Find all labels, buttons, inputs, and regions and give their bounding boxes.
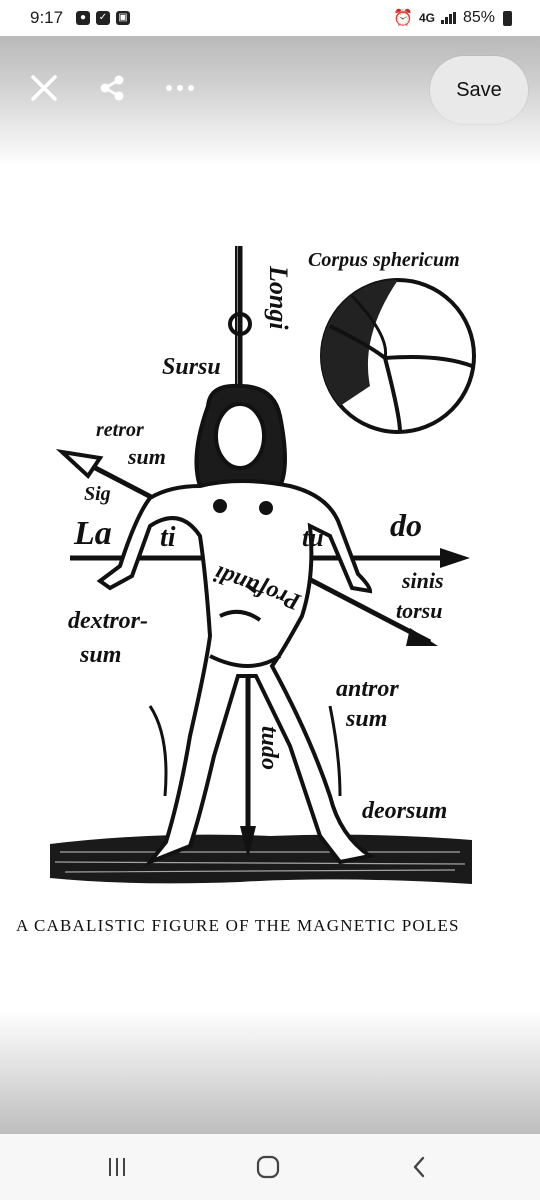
label-sum-right: sum	[345, 706, 387, 732]
label-tu: tu	[302, 523, 324, 552]
status-time: 9:17	[30, 8, 64, 27]
label-tudo: tudo	[256, 726, 282, 770]
label-la: La	[73, 515, 112, 552]
woodcut-figure: Corpus sphericum Longi Sursu retror sum …	[50, 246, 476, 884]
close-icon	[31, 75, 57, 101]
recents-icon	[109, 1158, 125, 1176]
label-do: do	[390, 507, 422, 543]
check-icon: ✓	[96, 11, 110, 25]
home-icon	[256, 1155, 280, 1179]
signal-icon	[440, 12, 457, 24]
label-sinis: sinis	[401, 568, 444, 593]
battery-text: 85%	[462, 9, 495, 26]
back-icon	[413, 1156, 425, 1178]
label-deorsum: deorsum	[362, 798, 447, 824]
share-icon	[100, 75, 124, 101]
label-ti: ti	[160, 522, 176, 553]
chat-icon: ●	[76, 11, 90, 25]
image-content: Corpus sphericum Longi Sursu retror sum …	[0, 166, 540, 1016]
network-type: 4G	[418, 11, 435, 25]
recents-button[interactable]	[92, 1148, 142, 1186]
close-button[interactable]	[12, 56, 76, 120]
label-sursu: Sursu	[162, 354, 221, 380]
more-options-icon	[166, 85, 194, 91]
human-figure	[96, 383, 376, 867]
battery-icon	[503, 10, 512, 26]
label-longi: Longi	[264, 265, 293, 330]
ground-hatching	[50, 834, 472, 884]
label-sig: Sig	[84, 483, 111, 505]
system-navigation-bar	[0, 1134, 540, 1200]
home-button[interactable]	[243, 1148, 293, 1186]
more-options-button[interactable]	[148, 56, 212, 120]
alarm-icon: ⏰	[393, 10, 413, 27]
save-button[interactable]: Save	[430, 56, 528, 124]
label-antror: antror	[336, 676, 399, 702]
bottom-fade	[0, 1010, 540, 1134]
label-sum-top: sum	[127, 444, 166, 469]
image-viewer-toolbar: Save	[0, 36, 540, 166]
label-sum-left: sum	[79, 642, 121, 668]
label-corpus-sphericum: Corpus sphericum	[308, 249, 460, 271]
sphere-drawing	[320, 278, 476, 434]
status-bar: 9:17 ● ✓ ▣ ⏰ 4G 85%	[0, 0, 540, 36]
image-caption: A CABALISTIC FIGURE OF THE MAGNETIC POLE…	[16, 916, 460, 935]
notification-icons: ● ✓ ▣	[76, 11, 130, 25]
gallery-icon: ▣	[116, 11, 130, 25]
label-retror: retror	[96, 419, 144, 441]
back-button[interactable]	[394, 1148, 444, 1186]
label-dextror: dextror-	[68, 608, 148, 634]
share-button[interactable]	[80, 56, 144, 120]
label-torsu: torsu	[396, 598, 442, 623]
status-right: ⏰ 4G 85%	[393, 8, 512, 28]
